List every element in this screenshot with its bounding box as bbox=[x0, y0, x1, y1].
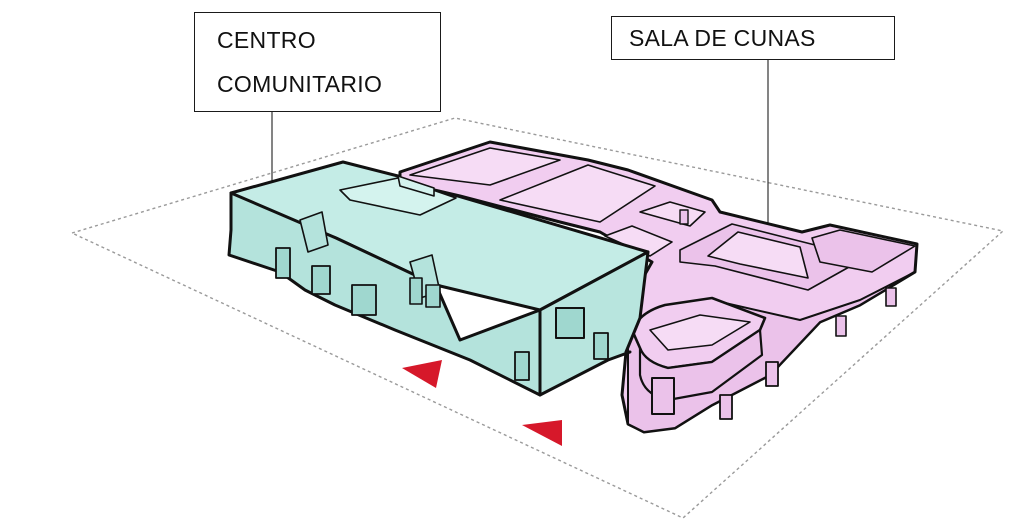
label-centro-line2: COMUNITARIO bbox=[217, 71, 383, 97]
centro-comunitario-building bbox=[227, 160, 650, 397]
site-boundary bbox=[70, 117, 1005, 519]
entry-arrow-left bbox=[402, 360, 442, 388]
sala-de-cunas-building bbox=[398, 140, 919, 434]
label-centro-line1: CENTRO bbox=[217, 27, 316, 53]
label-sala-de-cunas: SALA DE CUNAS bbox=[611, 16, 895, 60]
entry-arrow-right bbox=[522, 420, 562, 446]
label-sala-text: SALA DE CUNAS bbox=[629, 25, 816, 51]
label-centro-comunitario: CENTRO COMUNITARIO bbox=[194, 12, 441, 112]
